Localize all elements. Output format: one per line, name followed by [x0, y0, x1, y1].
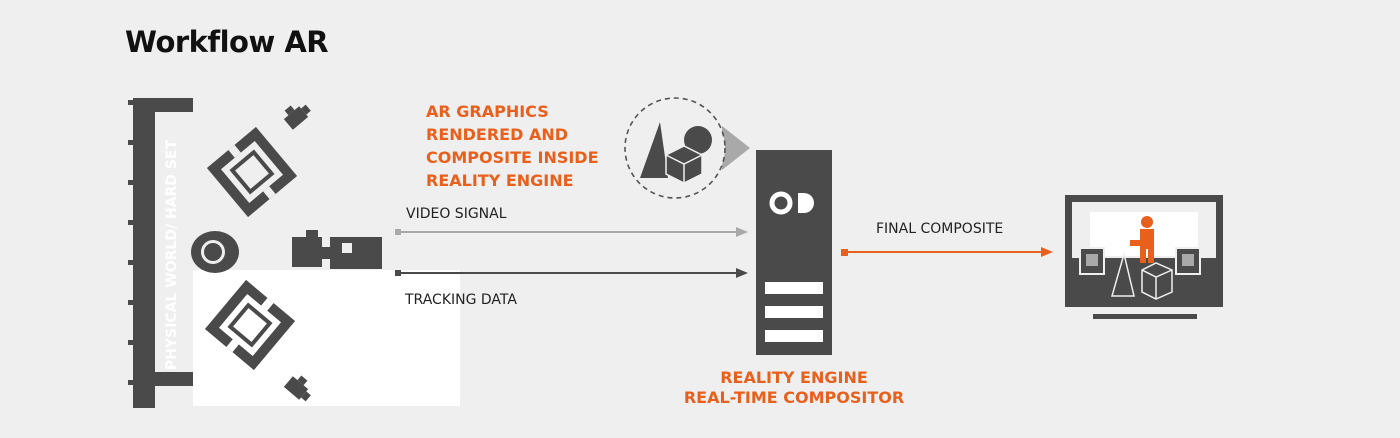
ar-graphics-line-1: AR GRAPHICS: [426, 102, 549, 121]
tracking-data-label: TRACKING DATA: [404, 292, 517, 308]
tracking-data-arrow: [395, 268, 748, 278]
server-tower-icon: [756, 150, 832, 355]
compositor-line-2: REAL-TIME COMPOSITOR: [684, 388, 904, 407]
monitor-icon: [1065, 195, 1223, 319]
ar-graphics-line-4: REALITY ENGINE: [426, 171, 574, 190]
small-camera-icon-top: [283, 104, 311, 130]
small-camera-icon-bottom: [283, 375, 311, 402]
ar-graphics-line-2: RENDERED AND: [426, 125, 568, 144]
set-wall-icon: [128, 98, 193, 408]
final-composite-label: FINAL COMPOSITE: [876, 221, 1003, 237]
video-signal-arrow: [395, 227, 748, 237]
page-title: Workflow AR: [125, 25, 328, 59]
physical-set-label: PHYSICAL WORLD/ HARD SET: [164, 140, 180, 370]
compositor-line-1: REALITY ENGINE: [720, 368, 868, 387]
chair-icon-top: [206, 126, 298, 218]
ar-shapes-icon: [624, 97, 750, 199]
final-composite-arrow: [841, 247, 1053, 257]
ar-graphics-line-3: COMPOSITE INSIDE: [426, 148, 599, 167]
chair-icon-bottom: [204, 279, 296, 371]
camera-icon: [292, 230, 382, 269]
presenter-icon: [191, 231, 239, 273]
video-signal-label: VIDEO SIGNAL: [406, 206, 507, 222]
